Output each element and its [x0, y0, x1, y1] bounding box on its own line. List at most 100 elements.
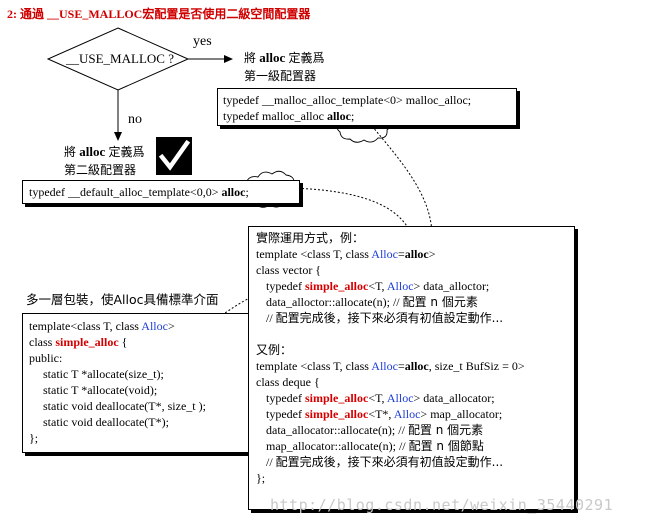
- code-token: //: [266, 311, 276, 325]
- code-token: simple_alloc: [304, 391, 369, 405]
- dotted-link-vector: [205, 292, 263, 325]
- code-line: typedef __default_alloc_template<0,0> al…: [29, 184, 293, 200]
- code-token: };: [29, 431, 39, 445]
- code-token: Alloc: [141, 319, 168, 333]
- second-level-caption-line2: 第二級配置器: [64, 163, 137, 177]
- code-token: 配置完成後，接下來必須有初值設定動作...: [275, 311, 504, 325]
- code-token: =: [397, 359, 405, 373]
- code-token: map_allocator::allocate(n); //: [266, 439, 409, 453]
- yes-label: yes: [193, 34, 212, 49]
- wrapper-caption: 多一層包裝，使Alloc具備標準介面: [26, 292, 219, 307]
- code-token: 又例：: [256, 343, 293, 357]
- code-token: static void deallocate(T*);: [43, 415, 169, 429]
- second-level-box: typedef __default_alloc_template<0,0> al…: [22, 180, 300, 204]
- code-line: typedef simple_alloc<T*, Alloc> map_allo…: [256, 406, 567, 422]
- check-mark-icon: [156, 137, 192, 175]
- code-token: data_allocator::allocate(n); //: [266, 423, 408, 437]
- code-token: Alloc: [386, 391, 414, 405]
- code-line: template <class T, class Alloc=alloc>: [256, 246, 567, 262]
- code-token: >: [167, 319, 175, 333]
- heading: 2: 通過 __USE_MALLOC宏配置是否使用二級空間配置器: [7, 7, 311, 21]
- code-token: > map_allocator;: [420, 407, 503, 421]
- code-line: static T *allocate(void);: [29, 382, 247, 398]
- code-token: , size_t BufSiz = 0>: [428, 359, 525, 373]
- code-line: };: [29, 430, 247, 446]
- code-line: class simple_alloc {: [29, 334, 247, 350]
- code-token: 配置 n 個元素: [402, 295, 478, 309]
- caption-alloc: alloc: [79, 144, 106, 159]
- code-line: typedef simple_alloc<T, Alloc> data_allo…: [256, 278, 567, 294]
- dotted-link-first: [371, 125, 432, 236]
- code-line: 實際運用方式，例：: [256, 230, 567, 246]
- code-token: typedef: [266, 279, 305, 293]
- caption-text: 定義爲: [108, 145, 145, 159]
- code-token: template <class T, class: [256, 359, 372, 373]
- watermark: http://blog.csdn.net/weixin_35440291: [270, 496, 614, 514]
- code-token: =: [397, 247, 405, 261]
- code-token: > data_allocator;: [413, 391, 495, 405]
- code-token: template<class T, class: [29, 319, 142, 333]
- code-token: template <class T, class: [256, 247, 372, 261]
- code-line: typedef __malloc_alloc_template<0> mallo…: [223, 92, 511, 108]
- code-token: alloc: [404, 359, 429, 373]
- code-line: static void deallocate(T*);: [29, 414, 247, 430]
- code-token: data_alloctor::allocate(n); //: [266, 295, 403, 309]
- code-line: template <class T, class Alloc=alloc, si…: [256, 358, 567, 374]
- code-token: Alloc: [393, 407, 421, 421]
- code-token: };: [256, 471, 266, 485]
- code-line: static T *allocate(size_t);: [29, 366, 247, 382]
- code-line: // 配置完成後，接下來必須有初值設定動作...: [256, 310, 567, 326]
- code-token: 實際運用方式，例：: [256, 231, 365, 245]
- code-token: 配置 n 個元素: [407, 423, 484, 437]
- first-level-caption: 將 alloc 定義爲: [244, 49, 325, 66]
- code-token: <T,: [368, 391, 387, 405]
- caption-alloc: alloc: [259, 50, 286, 65]
- code-token: Alloc: [371, 247, 398, 261]
- code-token: <T,: [368, 279, 387, 293]
- code-line: map_allocator::allocate(n); // 配置 n 個節點: [256, 438, 567, 454]
- code-token: class: [29, 335, 56, 349]
- first-level-caption-line2: 第一級配置器: [244, 69, 317, 83]
- code-token: 配置 n 個節點: [408, 439, 484, 453]
- code-line: // 配置完成後，接下來必須有初值設定動作...: [256, 454, 567, 470]
- code-token: static T *allocate(size_t);: [43, 367, 164, 381]
- code-token: > data_alloctor;: [413, 279, 490, 293]
- code-line: typedef simple_alloc<T, Alloc> data_allo…: [256, 390, 567, 406]
- code-line: };: [256, 470, 567, 486]
- code-token: alloc: [404, 247, 429, 261]
- code-token: Alloc: [371, 359, 398, 373]
- code-line: static void deallocate(T*, size_t );: [29, 398, 247, 414]
- code-token: typedef: [266, 407, 305, 421]
- no-label: no: [128, 112, 142, 127]
- code-line: typedef malloc_alloc alloc;: [223, 108, 511, 124]
- code-token: class deque {: [256, 375, 320, 389]
- code-token: public:: [29, 351, 63, 365]
- code-token: static void deallocate(T*, size_t );: [43, 399, 206, 413]
- code-line: class deque {: [256, 374, 567, 390]
- code-token: static T *allocate(void);: [43, 383, 158, 397]
- code-line: class vector {: [256, 262, 567, 278]
- code-token: <T*,: [368, 407, 394, 421]
- code-token: simple_alloc: [55, 335, 119, 349]
- code-token: alloc: [326, 109, 351, 123]
- code-token: Alloc: [386, 279, 414, 293]
- code-token: typedef: [266, 391, 305, 405]
- code-token: {: [118, 335, 128, 349]
- caption-text: 定義爲: [288, 51, 325, 65]
- code-token: typedef __default_alloc_template<0,0>: [29, 185, 222, 199]
- code-token: >: [428, 247, 436, 261]
- caption-text: 將: [244, 51, 257, 65]
- code-line: public:: [29, 350, 247, 366]
- code-line: [256, 326, 567, 342]
- code-token: alloc: [221, 185, 246, 199]
- code-token: simple_alloc: [304, 407, 369, 421]
- code-line: 又例：: [256, 342, 567, 358]
- caption-text: 將: [64, 145, 77, 159]
- code-line: data_alloctor::allocate(n); // 配置 n 個元素: [256, 294, 567, 310]
- code-token: ;: [245, 185, 249, 199]
- code-token: typedef malloc_alloc: [223, 109, 327, 123]
- code-line: data_allocator::allocate(n); // 配置 n 個元素: [256, 422, 567, 438]
- code-token: 配置完成後，接下來必須有初值設定動作...: [275, 455, 504, 469]
- usage-box: 實際運用方式，例：template <class T, class Alloc=…: [248, 226, 575, 510]
